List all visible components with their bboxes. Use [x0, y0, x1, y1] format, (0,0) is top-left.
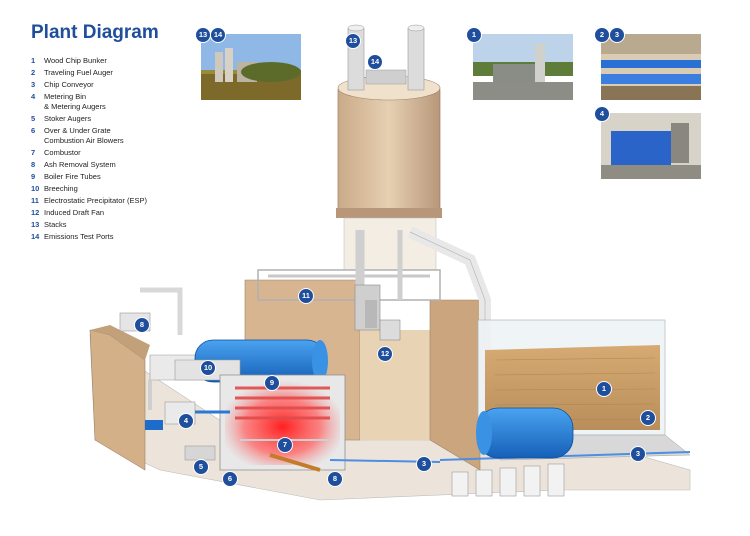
- diagram-badge-ash-2: 8: [327, 471, 343, 487]
- legend-item: 2 Traveling Fuel Auger: [31, 68, 147, 78]
- legend-label: Over & Under Grate Combustion Air Blower…: [44, 126, 124, 145]
- photo-badge: 13: [195, 27, 211, 43]
- legend-label: Emissions Test Ports: [44, 232, 114, 241]
- diagram-badge-stacks: 13: [345, 33, 361, 49]
- diagram-badge-conveyor: 3: [416, 456, 432, 472]
- diagram-badge-breeching: 10: [200, 360, 216, 376]
- diagram-badge-test-ports: 14: [367, 54, 383, 70]
- legend-number: 6: [31, 126, 36, 135]
- diagram-badge-metering: 4: [178, 413, 194, 429]
- legend-item: 8 Ash Removal System: [31, 160, 147, 170]
- legend-label: Breeching: [44, 184, 78, 193]
- legend-number: 11: [31, 196, 39, 205]
- legend-number: 14: [31, 232, 40, 241]
- legend-number: 3: [31, 80, 36, 89]
- legend-number: 13: [31, 220, 40, 229]
- legend-number: 5: [31, 114, 36, 123]
- legend-number: 8: [31, 160, 36, 169]
- diagram-badge-stoker: 5: [193, 459, 209, 475]
- legend-label: Ash Removal System: [44, 160, 116, 169]
- diagram-badge-esp: 11: [298, 288, 314, 304]
- legend-label: Stacks: [44, 220, 67, 229]
- legend-label: Stoker Augers: [44, 114, 92, 123]
- legend-label: Boiler Fire Tubes: [44, 172, 101, 181]
- diagram-badge-conveyor-2: 3: [630, 446, 646, 462]
- legend-item: 5 Stoker Augers: [31, 114, 147, 124]
- legend-label: Chip Conveyor: [44, 80, 94, 89]
- legend-label: Wood Chip Bunker: [44, 56, 107, 65]
- legend-item: 6 Over & Under Grate Combustion Air Blowe…: [31, 126, 147, 146]
- stacks-photo: [201, 34, 301, 100]
- legend-number: 2: [31, 68, 36, 77]
- legend-number: 9: [31, 172, 36, 181]
- legend-item: 7 Combustor: [31, 148, 147, 158]
- legend-item: 12 Induced Draft Fan: [31, 208, 147, 218]
- legend-item: 1 Wood Chip Bunker: [31, 56, 147, 66]
- legend-number: 1: [31, 56, 36, 65]
- photo-badge: 1: [466, 27, 482, 43]
- legend-number: 4: [31, 92, 36, 101]
- legend-label: Metering Bin & Metering Augers: [44, 92, 106, 111]
- metering-bin-photo: [601, 113, 701, 179]
- page-title: Plant Diagram: [31, 22, 159, 43]
- diagram-badge-blowers: 6: [222, 471, 238, 487]
- legend-item: 11 Electrostatic Precipitator (ESP): [31, 196, 147, 206]
- diagram-badge-ash: 8: [134, 317, 150, 333]
- legend-item: 4 Metering Bin & Metering Augers: [31, 92, 147, 112]
- diagram-badge-auger: 2: [640, 410, 656, 426]
- legend-number: 12: [31, 208, 40, 217]
- legend-number: 10: [31, 184, 40, 193]
- legend-label: Combustor: [44, 148, 81, 157]
- legend-item: 14 Emissions Test Ports: [31, 232, 147, 242]
- legend-number: 7: [31, 148, 36, 157]
- legend-item: 3 Chip Conveyor: [31, 80, 147, 90]
- diagram-badge-combustor: 7: [277, 437, 293, 453]
- bunker-building-photo: [473, 34, 573, 100]
- legend-label: Electrostatic Precipitator (ESP): [44, 196, 147, 205]
- diagram-badge-bunker: 1: [596, 381, 612, 397]
- legend-item: 9 Boiler Fire Tubes: [31, 172, 147, 182]
- photo-badge: 14: [210, 27, 226, 43]
- legend-item: 10 Breeching: [31, 184, 147, 194]
- legend-label: Traveling Fuel Auger: [44, 68, 113, 77]
- legend-item: 13 Stacks: [31, 220, 147, 230]
- diagram-badge-fire-tubes: 9: [264, 375, 280, 391]
- photo-badge: 2: [594, 27, 610, 43]
- photo-badge: 3: [609, 27, 625, 43]
- conveyor-photo: [601, 34, 701, 100]
- photo-badge: 4: [594, 106, 610, 122]
- legend-label: Induced Draft Fan: [44, 208, 105, 217]
- diagram-badge-fan: 12: [377, 346, 393, 362]
